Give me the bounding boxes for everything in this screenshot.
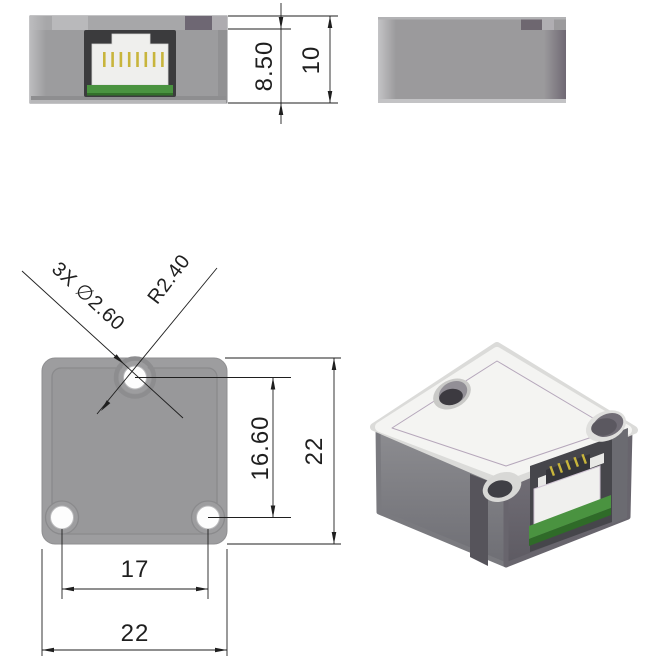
iso-notch-front [482, 472, 522, 502]
front-view: 8.50 10 [29, 3, 338, 124]
connector-pin [161, 52, 164, 67]
front-pcb-strip-shadow [87, 93, 173, 96]
front-bottom-shade [31, 96, 226, 100]
side-top-edge [378, 17, 566, 20]
iso-view [370, 342, 638, 568]
front-right-shade [218, 30, 227, 103]
leader-lines [21, 267, 218, 419]
iso-notch-back [433, 378, 471, 410]
mounting-hole-left [50, 505, 74, 530]
iso-pcb-edge [529, 495, 611, 539]
dim-connector-height: 8.50 [251, 41, 278, 92]
connector-pin [557, 462, 564, 474]
bottom-dimension-lines [41, 357, 341, 656]
connector-pin [152, 52, 156, 67]
note-hole-spec: 3X ∅2.60 [47, 258, 128, 335]
connector-pin [573, 456, 580, 468]
iso-right-face-seam [612, 428, 628, 524]
connector-pin [103, 52, 106, 67]
dim-hole-spacing: 17 [121, 556, 150, 583]
front-top-shadow [185, 16, 212, 30]
iso-notch-right [585, 410, 627, 442]
connector-pin [144, 52, 148, 67]
connector-pin [111, 52, 114, 67]
bottom-view: 3X ∅2.60 R2.40 16.60 22 17 [21, 250, 341, 656]
mounting-hole [591, 418, 617, 436]
iso-corner-groove [470, 474, 488, 566]
front-top-corner [212, 16, 227, 30]
side-left-highlight [378, 17, 396, 103]
front-pcb-strip [87, 85, 173, 95]
dim-body-height: 22 [301, 437, 328, 466]
connector-pin [565, 459, 572, 471]
front-top-highlight [52, 16, 88, 30]
iso-connector [529, 428, 628, 552]
side-bottom-edge [378, 99, 566, 103]
front-connector-pins [103, 52, 164, 67]
iso-connector-pins [549, 453, 588, 477]
front-bottom-edge [31, 100, 226, 103]
iso-pcb-edge-shadow [529, 508, 611, 546]
connector-pin [549, 465, 556, 477]
connector-pin [581, 453, 588, 465]
front-left-highlight [30, 16, 46, 103]
front-dimension-lines [228, 3, 338, 124]
mounting-hole [487, 480, 513, 498]
dim-total-height: 10 [298, 46, 325, 75]
connector-pin [136, 52, 139, 67]
side-top-notch-shadow [521, 17, 542, 30]
note-radius-spec: R2.40 [144, 250, 195, 308]
side-body [378, 17, 566, 103]
side-top-notch-light [542, 17, 554, 30]
dim-body-width: 22 [121, 620, 150, 647]
side-right-shade [544, 30, 566, 103]
mounting-hole [439, 388, 463, 406]
connector-pin [119, 52, 123, 67]
connector-pin [127, 52, 131, 67]
iso-pin-slot [546, 454, 590, 489]
dim-hole-offset: 16.60 [247, 415, 274, 480]
side-view [378, 17, 566, 103]
